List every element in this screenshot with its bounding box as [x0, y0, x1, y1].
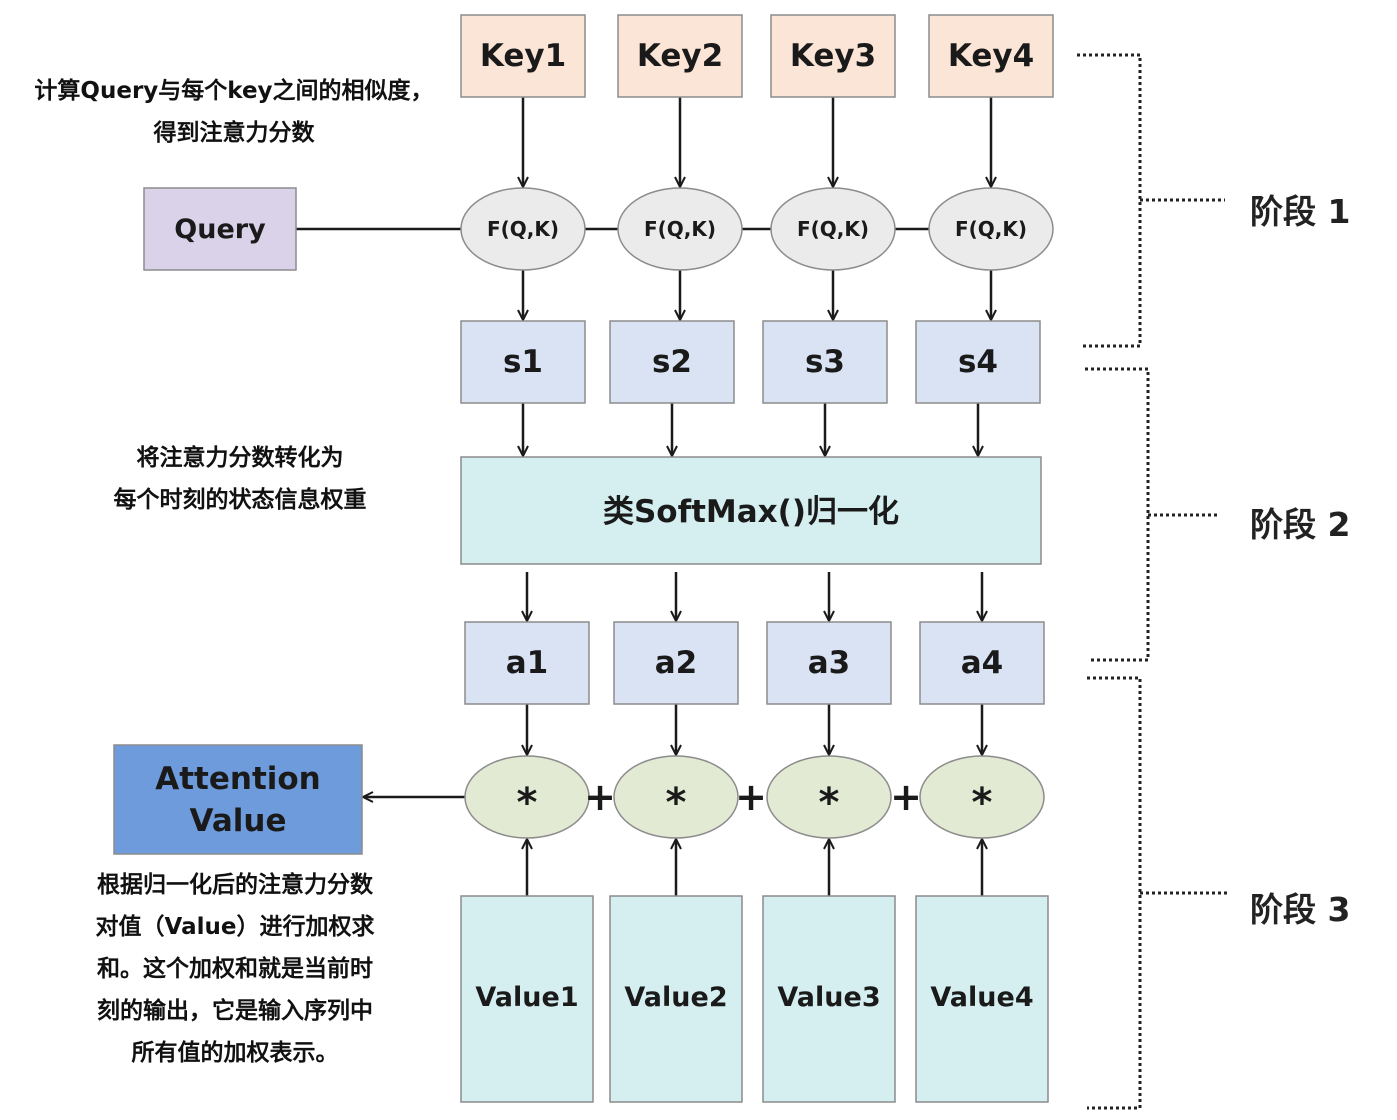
stage3-label: 阶段 3 — [1250, 890, 1351, 929]
value-box: Value4 — [915, 895, 1049, 1103]
stage1-bracket — [1077, 53, 1142, 348]
note-line: 刻的输出，它是输入序列中 — [97, 998, 373, 1024]
score-label: s3 — [805, 344, 845, 380]
stage1-label: 阶段 1 — [1250, 192, 1351, 231]
weight-label: a3 — [808, 645, 851, 681]
note-line: 将注意力分数转化为 — [136, 445, 344, 471]
score-box: s1 — [460, 320, 586, 404]
value-label: Value2 — [624, 982, 727, 1013]
multiply-node: * — [613, 755, 739, 839]
value-label: Value1 — [475, 982, 578, 1013]
multiply-node: * — [919, 755, 1045, 839]
key-label: Key3 — [790, 38, 876, 74]
stage2-note: 将注意力分数转化为 每个时刻的状态信息权重 — [30, 437, 450, 521]
attention-value-label: Value — [190, 803, 287, 839]
score-function-node: F(Q,K) — [460, 187, 586, 271]
query-label: Query — [174, 214, 266, 245]
stage2-label: 阶段 2 — [1250, 505, 1351, 544]
multiply-symbol: * — [517, 780, 538, 826]
score-function-label: F(Q,K) — [955, 217, 1027, 241]
attention-value-box: Attention Value — [113, 744, 363, 855]
stage1-note: 计算Query与每个key之间的相似度， 得到注意力分数 — [4, 70, 464, 154]
score-function-label: F(Q,K) — [644, 217, 716, 241]
note-line: 和。这个加权和就是当前时 — [97, 956, 373, 982]
value-box: Value1 — [460, 895, 594, 1103]
note-line: 所有值的加权表示。 — [131, 1040, 339, 1066]
softmax-label: 类SoftMax()归一化 — [603, 494, 899, 530]
value-box: Value3 — [762, 895, 896, 1103]
score-box: s2 — [609, 320, 735, 404]
score-label: s1 — [503, 344, 543, 380]
score-function-label: F(Q,K) — [487, 217, 559, 241]
score-box: s4 — [915, 320, 1041, 404]
stage3-note: 根据归一化后的注意力分数 对值（Value）进行加权求 和。这个加权和就是当前时… — [50, 864, 420, 1074]
stage-brackets — [1077, 53, 1230, 1110]
weight-box: a3 — [766, 621, 892, 705]
score-function-node: F(Q,K) — [770, 187, 896, 271]
score-label: s2 — [652, 344, 692, 380]
stage3-bracket — [1087, 676, 1142, 1110]
weight-label: a2 — [655, 645, 698, 681]
note-line: 每个时刻的状态信息权重 — [113, 487, 367, 513]
stage2-bracket — [1085, 367, 1150, 662]
multiply-symbol: * — [666, 780, 687, 826]
key-box: Key1 — [460, 14, 586, 98]
weight-box: a4 — [919, 621, 1045, 705]
score-box: s3 — [762, 320, 888, 404]
weight-box: a2 — [613, 621, 739, 705]
score-function-node: F(Q,K) — [928, 187, 1054, 271]
key-box: Key3 — [770, 14, 896, 98]
plus-sign: + — [584, 775, 616, 819]
attention-value-label: Attention — [155, 761, 321, 797]
multiply-node: * — [766, 755, 892, 839]
multiply-symbol: * — [819, 780, 840, 826]
query-box: Query — [143, 187, 297, 271]
score-function-label: F(Q,K) — [797, 217, 869, 241]
score-label: s4 — [958, 344, 998, 380]
note-line: 计算Query与每个key之间的相似度， — [34, 78, 434, 104]
weight-label: a1 — [506, 645, 549, 681]
plus-sign: + — [735, 775, 767, 819]
weight-box: a1 — [464, 621, 590, 705]
note-line: 根据归一化后的注意力分数 — [97, 872, 373, 898]
multiply-node: * — [464, 755, 590, 839]
key-box: Key2 — [617, 14, 743, 98]
key-label: Key1 — [480, 38, 566, 74]
multiply-symbol: * — [972, 780, 993, 826]
plus-sign: + — [890, 775, 922, 819]
key-label: Key2 — [637, 38, 723, 74]
score-function-node: F(Q,K) — [617, 187, 743, 271]
note-line: 得到注意力分数 — [153, 120, 315, 146]
key-box: Key4 — [928, 14, 1054, 98]
key-label: Key4 — [948, 38, 1034, 74]
value-label: Value3 — [777, 982, 880, 1013]
note-line: 对值（Value）进行加权求 — [95, 914, 375, 940]
softmax-box: 类SoftMax()归一化 — [460, 456, 1042, 565]
weight-label: a4 — [961, 645, 1004, 681]
value-label: Value4 — [930, 982, 1033, 1013]
value-box: Value2 — [609, 895, 743, 1103]
